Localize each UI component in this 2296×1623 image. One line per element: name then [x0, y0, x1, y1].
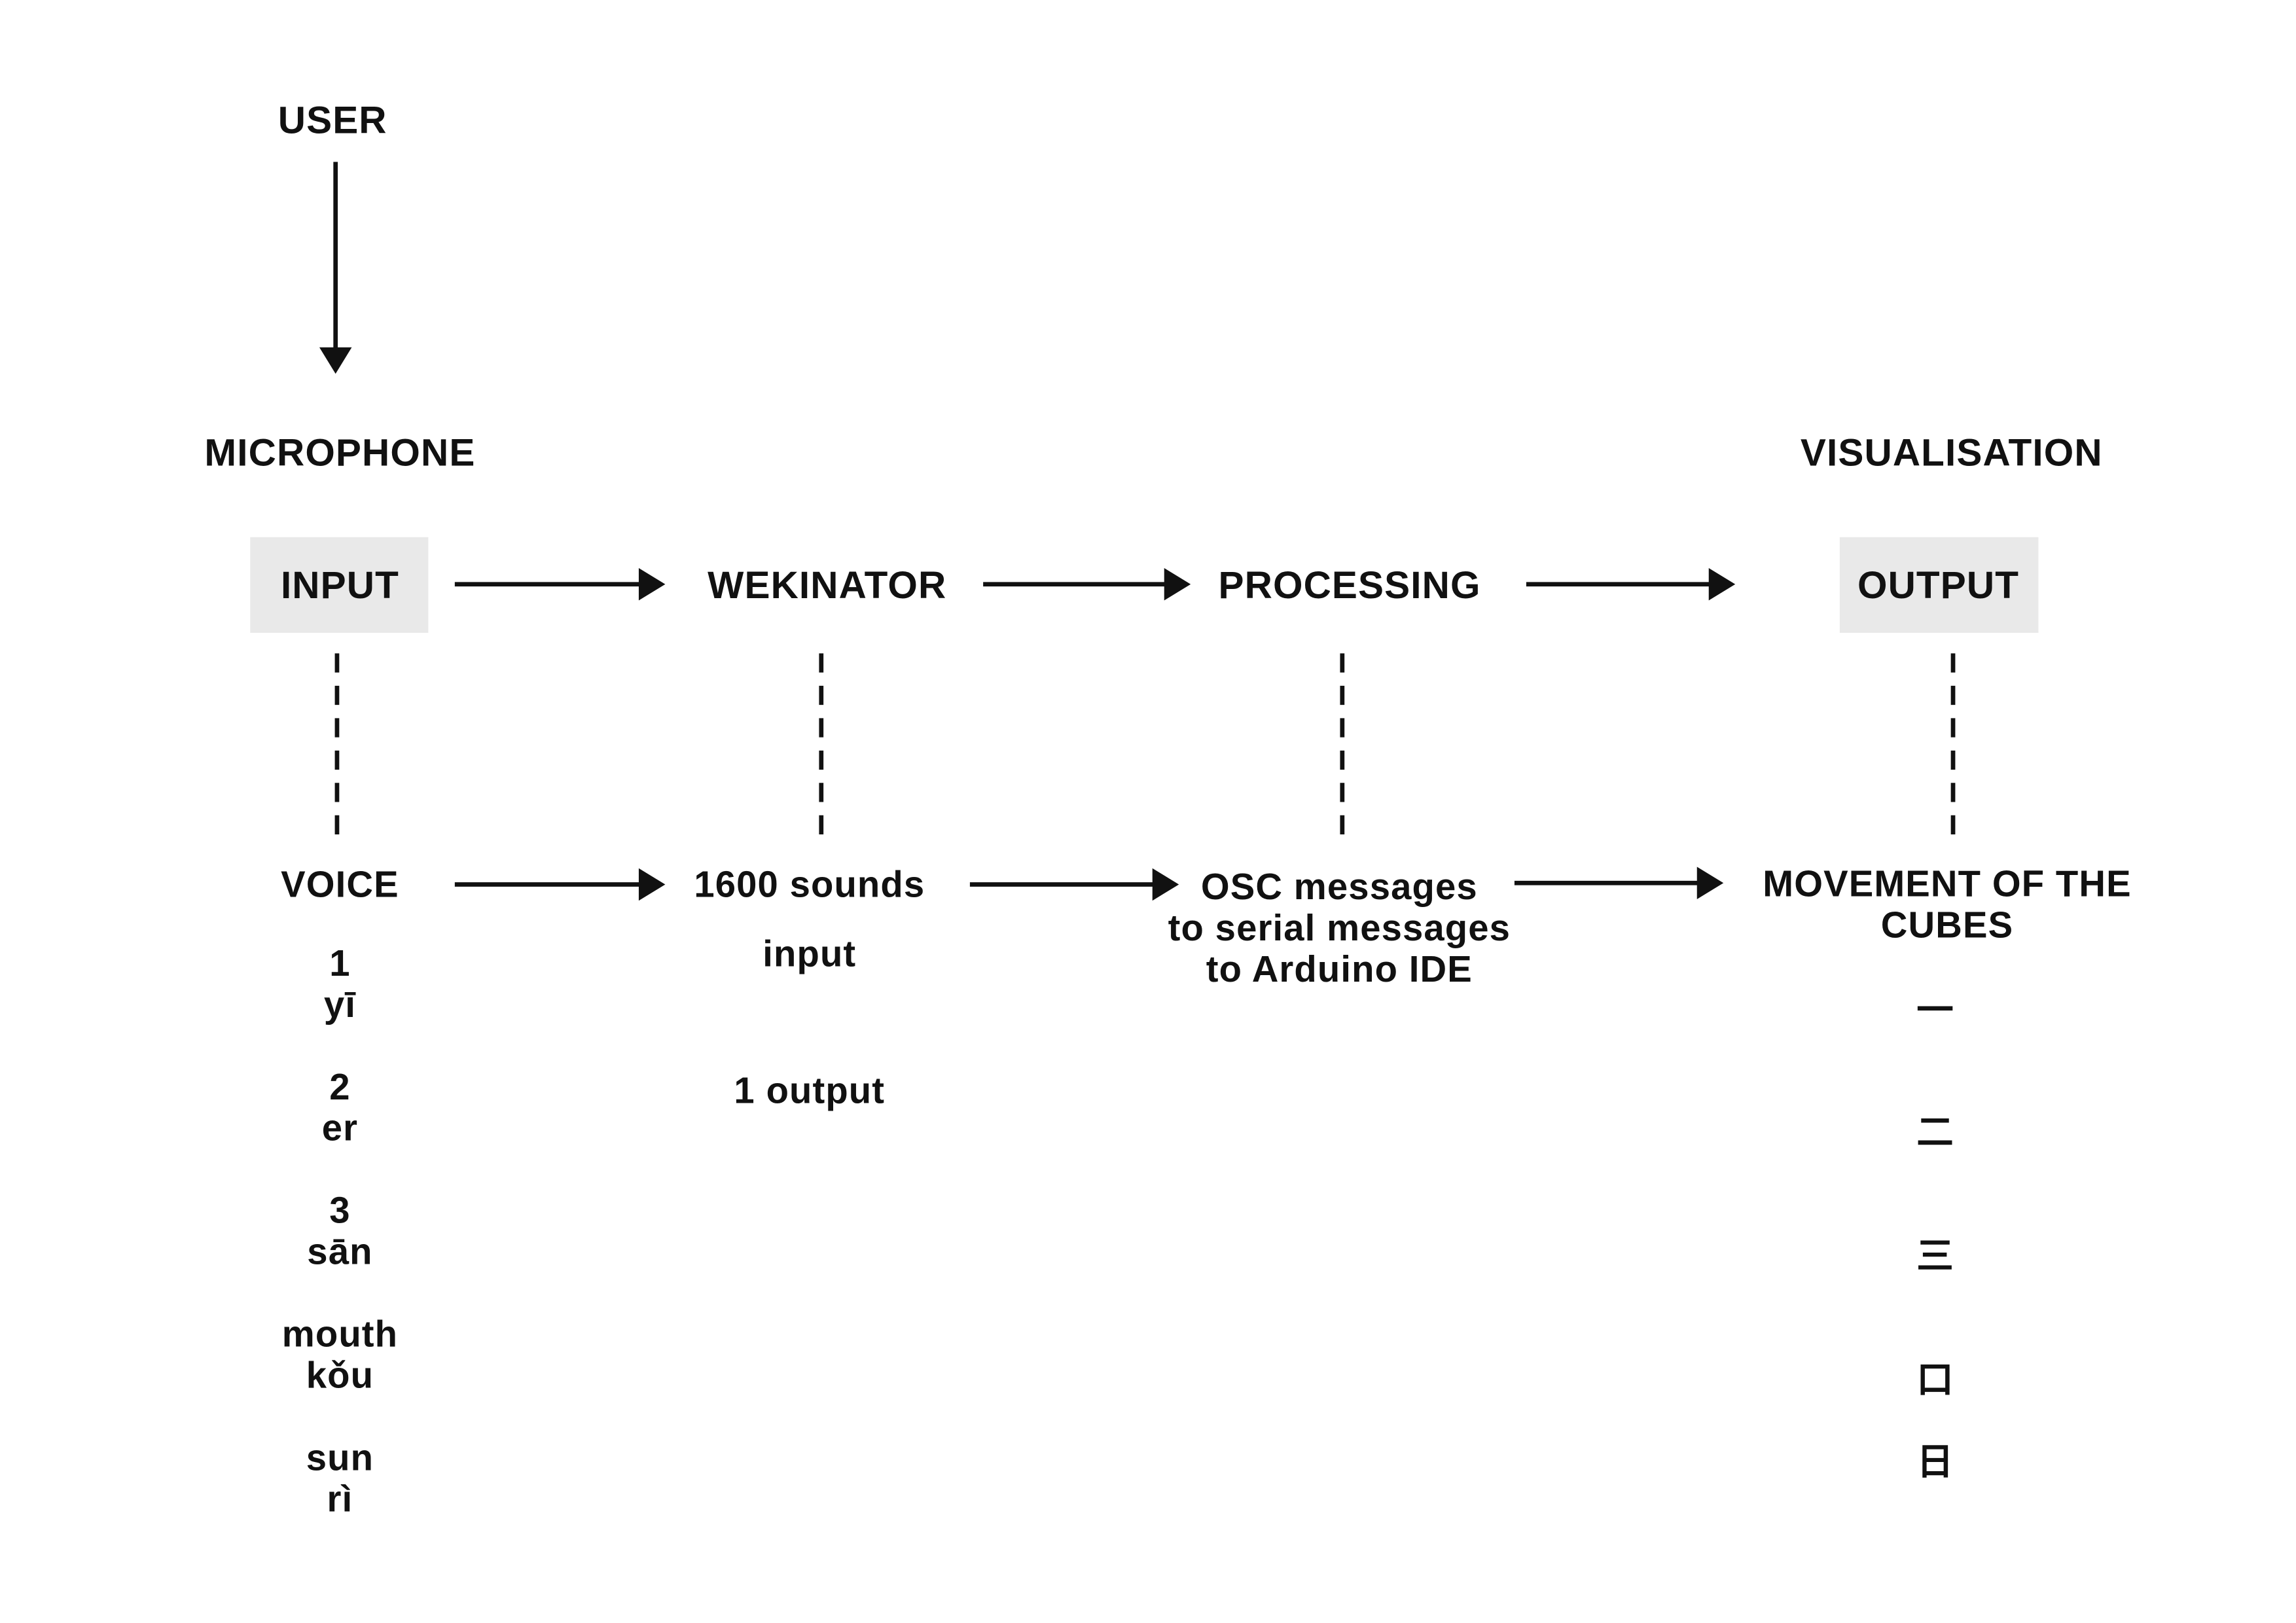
input-stage-label: INPUT: [280, 563, 399, 607]
vocab-pinyin: sān: [307, 1232, 373, 1274]
osc-description: OSC messages to serial messages to Ardui…: [1168, 866, 1511, 990]
vocab-item: 3 sān: [307, 1190, 372, 1273]
vocab-pinyin: er: [321, 1108, 359, 1150]
arrow-input-to-wekinator: [454, 567, 666, 601]
voice-label: VOICE: [281, 865, 399, 906]
osc-line-1: OSC messages: [1200, 866, 1478, 908]
arrow-processing-to-output: [1526, 567, 1736, 601]
vocab-item: sun rì: [306, 1438, 374, 1520]
visualisation-label: VISUALISATION: [1800, 430, 2103, 475]
user-label: USER: [278, 98, 387, 142]
osc-line-3: to Arduino IDE: [1206, 949, 1473, 991]
output-box: [1839, 537, 2039, 633]
input-box: [250, 537, 429, 633]
wekinator-input-label: input: [762, 933, 857, 975]
arrow-osc-to-movement: [1514, 866, 1724, 899]
vocab-word: sun: [306, 1437, 374, 1479]
vocab-item: 2 er: [322, 1067, 358, 1149]
vocab-item: mouth kǒu: [282, 1314, 398, 1397]
output-stage-label: OUTPUT: [1857, 563, 2020, 607]
vocab-word: 3: [329, 1190, 351, 1232]
vocab-word: 1: [329, 943, 351, 985]
wekinator-stage-label: WEKINATOR: [708, 563, 947, 607]
vocab-character: 一: [1916, 990, 1954, 1032]
processing-stage-label: PROCESSING: [1218, 563, 1481, 607]
vocab-item: 1 yī: [324, 943, 356, 1026]
arrow-user-to-microphone: [319, 162, 352, 374]
arrow-sounds-to-osc: [969, 868, 1179, 901]
vocab-character: 三: [1916, 1236, 1954, 1277]
arrow-voice-to-sounds: [454, 868, 666, 901]
vocab-character: 口: [1916, 1359, 1954, 1401]
vocab-pinyin: kǒu: [306, 1355, 374, 1397]
osc-line-2: to serial messages: [1168, 908, 1511, 950]
vocab-word: 2: [329, 1067, 351, 1109]
vocab-character: 二: [1916, 1113, 1954, 1154]
vocab-pinyin: yī: [323, 984, 357, 1026]
vocab-character: 日: [1916, 1442, 1954, 1484]
microphone-label: MICROPHONE: [204, 430, 476, 475]
arrow-wekinator-to-processing: [983, 567, 1191, 601]
sounds-label: 1600 sounds: [694, 865, 925, 906]
movement-line-2: CUBES: [1880, 904, 2014, 946]
vocab-word: mouth: [281, 1314, 399, 1356]
wekinator-output-label: 1 output: [734, 1070, 886, 1112]
vocab-pinyin: rì: [327, 1478, 353, 1520]
movement-description: MOVEMENT OF THE CUBES: [1763, 864, 2131, 946]
movement-line-1: MOVEMENT OF THE: [1763, 863, 2132, 905]
